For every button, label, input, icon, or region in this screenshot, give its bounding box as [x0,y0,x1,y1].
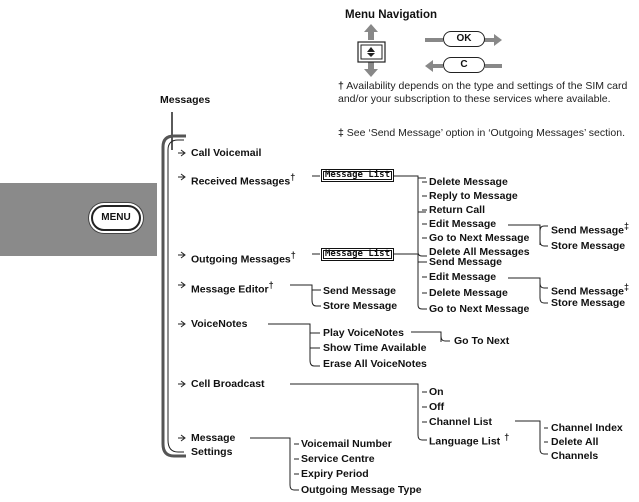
received-option-0: Delete Message [429,176,508,188]
voicenotes-option-1: Show Time Available [323,342,427,354]
outgoing-option-1: Edit Message [429,271,497,283]
footnote-ddagger: ‡ See ‘Send Message’ option in ‘Outgoing… [338,127,638,140]
editor-option-1: Store Message [323,300,398,312]
outgoing-option-0: Send Message [429,256,502,268]
footnote-dagger: † Availability depends on the type and s… [338,80,638,105]
broadcast-language-label: Language List [429,435,501,448]
item-message-settings-line1: Message [191,432,236,444]
received-edit-sub-0: Send Message‡ [551,220,629,237]
outgoing-edit-send-label: Send Message [551,285,624,298]
item-message-settings-line2: Settings [191,446,233,458]
outgoing-option-3: Go to Next Message [429,303,530,315]
outgoing-edit-sub-1: Store Message [551,297,626,309]
channel-sub-2: Channels [551,450,599,462]
voicenotes-option-0: Play VoiceNotes [323,327,404,339]
editor-option-0: Send Message [323,285,396,297]
go-to-next: Go To Next [454,335,510,347]
settings-option-3: Outgoing Message Type [301,484,422,496]
item-message-editor: Message Editor† [191,279,274,296]
menu-key-icon: MENU [91,205,141,231]
item-outgoing-messages: Outgoing Messages† [191,249,296,266]
footnote-ddagger-text: See ‘Send Message’ option in ‘Outgoing M… [346,127,625,139]
ddagger-mark: ‡ [623,282,629,292]
broadcast-option-1: Off [429,401,445,413]
received-option-3: Edit Message [429,218,497,230]
channel-sub-1: Delete All [551,436,599,448]
ddagger-symbol: ‡ [338,127,344,139]
received-edit-send-label: Send Message [551,224,624,237]
c-key-icon: C [443,57,485,73]
ddagger-mark: ‡ [623,221,629,231]
settings-option-0: Voicemail Number [301,438,392,450]
ok-key-icon: OK [443,31,485,47]
voicenotes-option-2: Erase All VoiceNotes [323,358,427,370]
channel-sub-0: Channel Index [551,422,623,434]
dagger-mark: † [290,172,296,182]
item-received-messages-label: Received Messages [191,175,291,188]
received-option-2: Return Call [429,204,486,216]
received-edit-sub-1: Store Message [551,240,626,252]
item-cell-broadcast: Cell Broadcast [191,378,265,390]
dagger-mark: † [504,432,510,442]
outgoing-edit-sub-0: Send Message‡ [551,281,629,298]
dagger-mark: † [268,280,274,290]
dagger-mark: † [290,250,296,260]
nav-title: Menu Navigation [345,9,438,21]
item-call-voicemail: Call Voicemail [191,147,262,159]
dagger-symbol: † [338,80,344,92]
broadcast-option-2: Channel List [429,416,493,428]
item-received-messages: Received Messages† [191,171,295,188]
received-option-4: Go to Next Message [429,232,530,244]
received-option-5: Delete All Messages [429,246,530,258]
received-option-1: Reply to Message [429,190,518,202]
item-voicenotes: VoiceNotes [191,318,248,330]
settings-option-1: Service Centre [301,453,375,465]
message-list-display: Message List [321,169,395,182]
broadcast-option-3: Language List† [429,431,509,448]
footnote-dagger-text: Availability depends on the type and set… [338,80,628,105]
item-message-editor-label: Message Editor [191,283,269,296]
broadcast-option-0: On [429,386,444,398]
item-outgoing-messages-label: Outgoing Messages [191,253,291,266]
message-list-display: Message List [321,248,395,261]
settings-option-2: Expiry Period [301,468,369,480]
root-messages: Messages [160,94,211,106]
outgoing-option-2: Delete Message [429,287,508,299]
